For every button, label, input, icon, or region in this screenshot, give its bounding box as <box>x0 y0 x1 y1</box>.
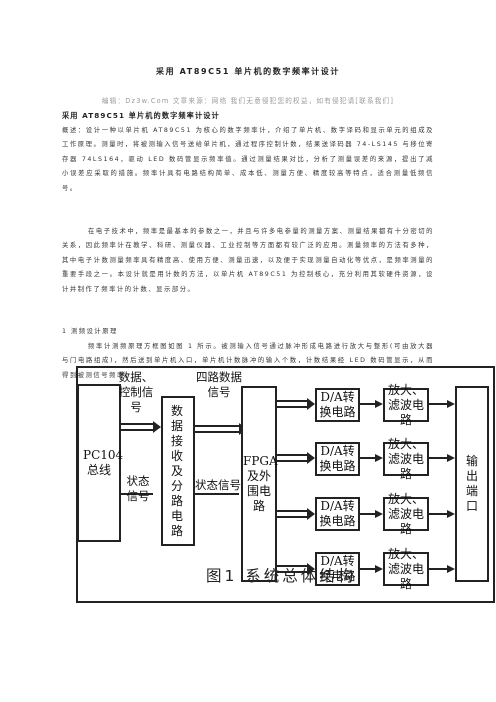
four-data-signal-label: 四路数据信号 <box>196 370 242 399</box>
article-meta: 编辑：Dz3w.Com 文章来源：网络 我们无意侵犯您的权益，如有侵犯请[联系我… <box>101 97 395 105</box>
article-subtitle: 采用 AT89C51 单片机的数字频率计设计 <box>62 111 220 120</box>
pc104-bus-block: PC104总线 <box>77 384 123 542</box>
da-converter-block: D/A转换电路 <box>315 497 360 531</box>
principle-paragraph: 频率计测频原理方框图如图 1 所示。被测输入信号通过脉冲形成电路进行放大与整形(… <box>62 343 434 379</box>
amp-filter-block: 放大、滤波电路 <box>383 492 429 536</box>
da-converter-block: D/A转换电路 <box>315 442 360 476</box>
article-title: 采用 AT89C51 单片机的数字频率计设计 <box>156 67 340 76</box>
section-heading: 1 测频设计原理 <box>62 328 118 335</box>
da-converter-block: D/A转换电路 <box>315 552 360 586</box>
amp-filter-block: 放大、滤波电路 <box>383 547 429 591</box>
system-diagram-figure: PC104总线 数据、控制信号 状态信号 数据接收及分路电路 四路数据信号 状态… <box>75 366 496 660</box>
figure-caption: 图1 系统总体结构 <box>206 567 357 585</box>
output-port-block: 输出端口 <box>455 386 489 582</box>
receiver-split-block: 数据接收及分路电路 <box>161 396 195 546</box>
amp-filter-block: 放大、滤波电路 <box>383 383 429 427</box>
diagram-connectors <box>113 398 455 575</box>
fpga-block: FPGA及外围电路 <box>241 386 278 582</box>
status-signal-label-mid: 状态信号 <box>195 478 241 492</box>
status-signal-label-left: 状态信号 <box>126 474 150 503</box>
da-converter-block: D/A转换电路 <box>315 388 360 422</box>
amp-filter-block: 放大、滤波电路 <box>383 437 429 481</box>
intro-paragraph: 在电子技术中，频率是最基本的参数之一，并且与许多电参量的测量方案、测量结果都有十… <box>62 228 434 293</box>
data-control-signal-label: 数据、控制信号 <box>118 370 154 414</box>
summary-paragraph: 概述：设计一种以单片机 AT89C51 为核心的数字频率计，介绍了单片机、数字译… <box>62 127 434 192</box>
